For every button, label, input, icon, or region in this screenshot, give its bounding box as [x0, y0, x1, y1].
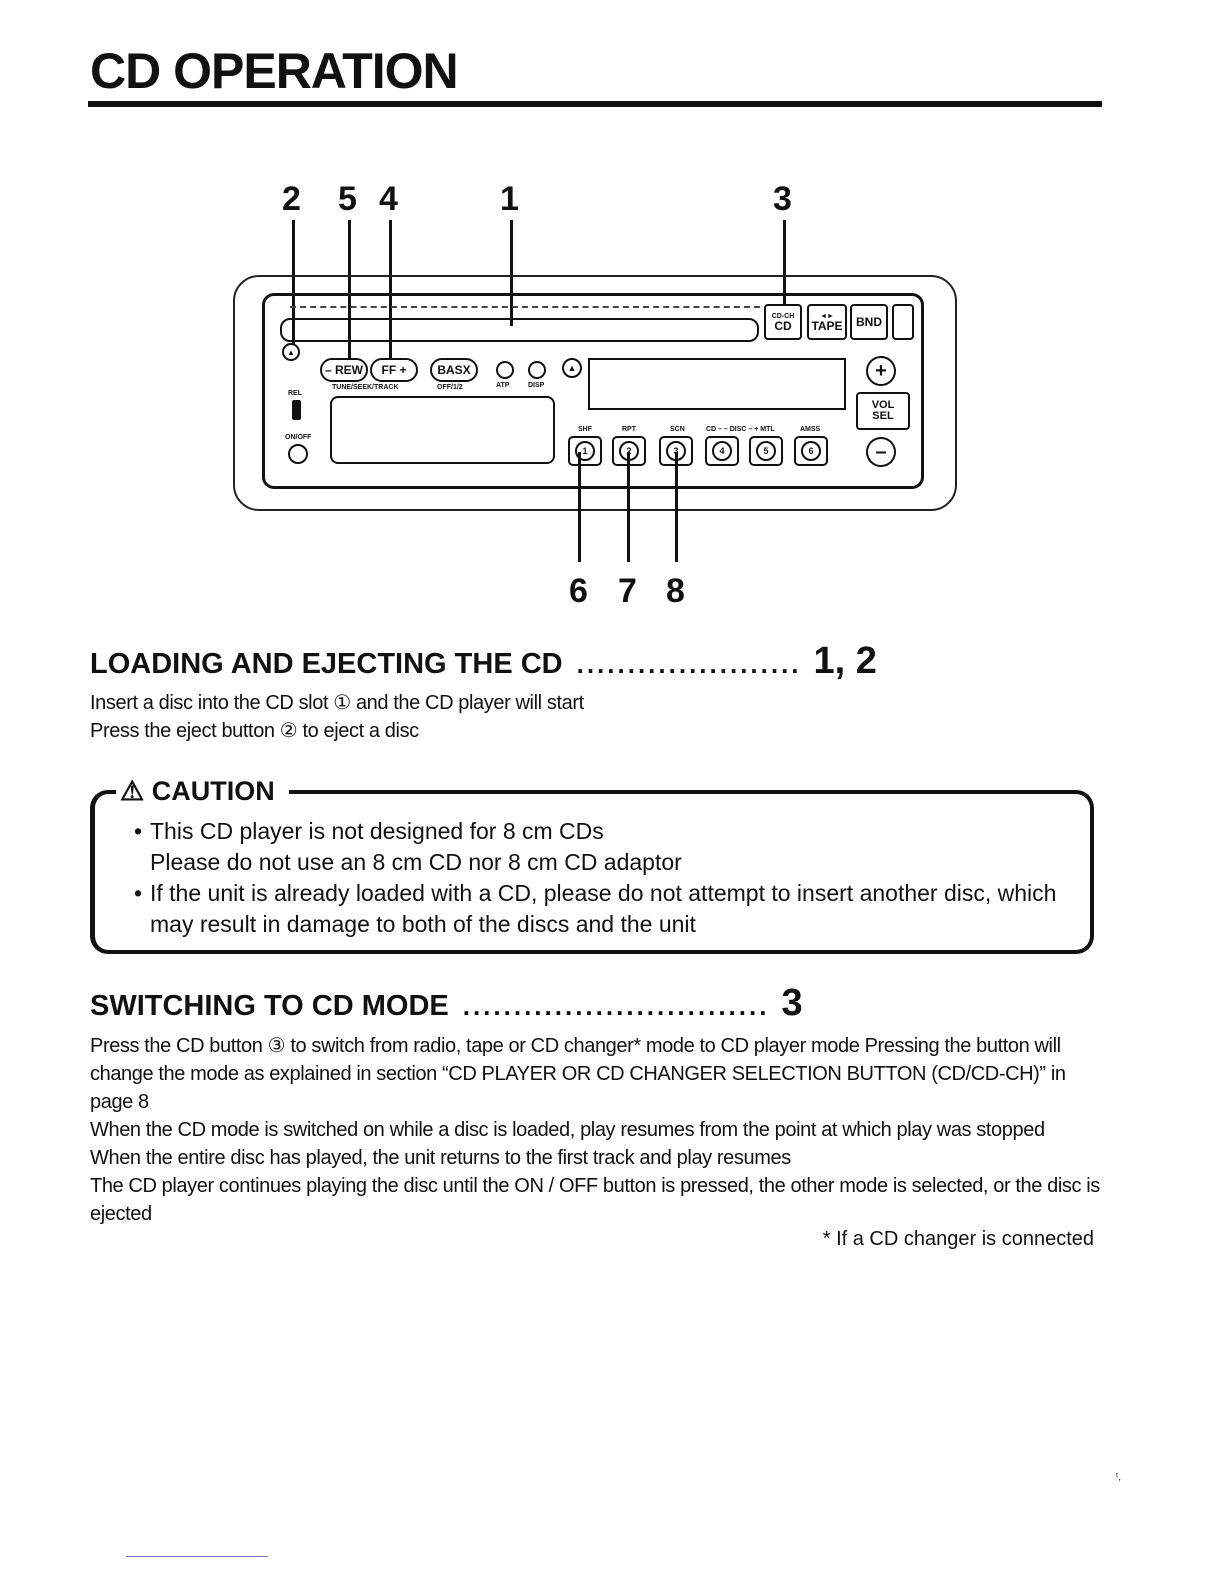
loading-line-2: Press the eject button ② to eject a disc [90, 720, 419, 742]
callout-2: 2 [282, 180, 301, 218]
volume-down-button[interactable]: – [866, 437, 896, 467]
switching-paragraph-2: When the CD mode is switched on while a … [90, 1119, 1045, 1141]
callout-3: 3 [773, 180, 792, 218]
faceplate [262, 293, 924, 489]
caution-item-2: If the unit is already loaded with a CD,… [134, 878, 1084, 940]
leader-dots: ...................... [576, 649, 802, 679]
cd-slot[interactable] [280, 318, 759, 342]
page-title: CD OPERATION [90, 43, 459, 99]
leader-line-8 [675, 452, 678, 562]
callout-4: 4 [379, 180, 398, 218]
caution-box [90, 790, 1094, 954]
tape-arrows-icon: ◄► [820, 312, 834, 320]
tape-button[interactable]: ◄► TAPE [807, 304, 847, 340]
slot-guide [290, 306, 760, 310]
bnd-button[interactable]: BND [850, 304, 888, 340]
tune-seek-track-label: TUNE/SEEK/TRACK [332, 384, 399, 391]
preset-button-6[interactable]: 6 [794, 436, 828, 466]
cd-ch-caption: CD-CH [771, 312, 795, 320]
leader-line-1 [510, 220, 513, 326]
on-off-label: ON/OFF [285, 434, 312, 441]
leader-line-7 [627, 452, 630, 562]
rpt-label: RPT [622, 426, 636, 433]
callout-8: 8 [666, 572, 685, 610]
scn-label: SCN [670, 426, 685, 433]
callout-5: 5 [338, 180, 357, 218]
tape-button-label: TAPE [811, 318, 843, 333]
shf-label: SHF [578, 426, 592, 433]
switching-body: Press the CD button ③ to switch from rad… [90, 1032, 1102, 1228]
disp-label: DISP [528, 382, 545, 389]
switching-paragraph-4: The CD player continues playing the disc… [90, 1175, 1100, 1225]
switching-paragraph-1: Press the CD button ③ to switch from rad… [90, 1035, 1066, 1113]
switching-heading-row: SWITCHING TO CD MODE ...................… [90, 982, 803, 1025]
switching-heading: SWITCHING TO CD MODE [90, 990, 449, 1022]
power-button[interactable] [288, 444, 308, 464]
leader-line-6 [578, 452, 581, 562]
switching-paragraph-3: When the entire disc has played, the uni… [90, 1147, 791, 1169]
volume-up-button[interactable]: + [866, 356, 896, 386]
switching-ref: 3 [781, 982, 803, 1024]
unit-chassis [233, 275, 957, 511]
basx-button[interactable]: BASX [430, 358, 478, 382]
title-rule [88, 101, 1102, 107]
preset-number: 5 [756, 441, 776, 461]
ff-button[interactable]: FF + [370, 358, 418, 382]
atp-button[interactable] [496, 361, 514, 379]
loading-body: Insert a disc into the CD slot ① and the… [90, 689, 1102, 745]
preset-number: 4 [712, 441, 732, 461]
preset-button-5[interactable]: 5 [749, 436, 783, 466]
loading-heading: LOADING AND EJECTING THE CD [90, 648, 563, 680]
disp-button[interactable] [528, 361, 546, 379]
atp-label: ATP [496, 382, 510, 389]
leader-dots: .............................. [462, 991, 770, 1021]
footnote: * If a CD changer is connected [822, 1228, 1094, 1250]
corner-mark: ᵗ, [1116, 1472, 1121, 1483]
leader-line-3 [783, 220, 786, 325]
release-button[interactable] [292, 400, 301, 420]
callout-6: 6 [569, 572, 588, 610]
footer-rule [126, 1556, 268, 1557]
off-label: OFF/1/2 [437, 384, 463, 391]
preset-number: 1 [575, 441, 595, 461]
disc-label: CD – – DISC – + MTL [706, 426, 775, 433]
vol-sel-button[interactable]: VOL SEL [856, 392, 910, 430]
loading-heading-row: LOADING AND EJECTING THE CD ............… [90, 640, 877, 683]
preset-number: 6 [801, 441, 821, 461]
amss-label: AMSS [800, 426, 821, 433]
loading-line-1: Insert a disc into the CD slot ① and the… [90, 692, 584, 714]
cd-button[interactable]: CD-CH CD [764, 304, 802, 340]
leader-line-2 [292, 220, 295, 355]
caution-item-1: This CD player is not designed for 8 cm … [134, 816, 1084, 878]
caution-list: This CD player is not designed for 8 cm … [134, 816, 1084, 940]
eject-button[interactable]: ▲ [562, 358, 582, 378]
rel-label: REL [288, 390, 302, 397]
rew-button[interactable]: – REW [320, 358, 368, 382]
cd-button-label: CD [774, 318, 792, 333]
callout-1: 1 [500, 180, 519, 218]
front-display [330, 396, 555, 464]
preset-button-4[interactable]: 4 [705, 436, 739, 466]
side-button[interactable] [892, 304, 914, 340]
preset-button-1[interactable]: 1 [568, 436, 602, 466]
eject-icon[interactable]: ▲ [282, 343, 300, 361]
cd-player-diagram: 2 5 4 1 3 ▲ CD-CH CD ◄► TAPE BND – REW F… [230, 180, 960, 620]
caution-label: ⚠ CAUTION [116, 776, 289, 807]
loading-ref: 1, 2 [813, 640, 877, 682]
callout-7: 7 [618, 572, 637, 610]
main-display [588, 358, 846, 410]
